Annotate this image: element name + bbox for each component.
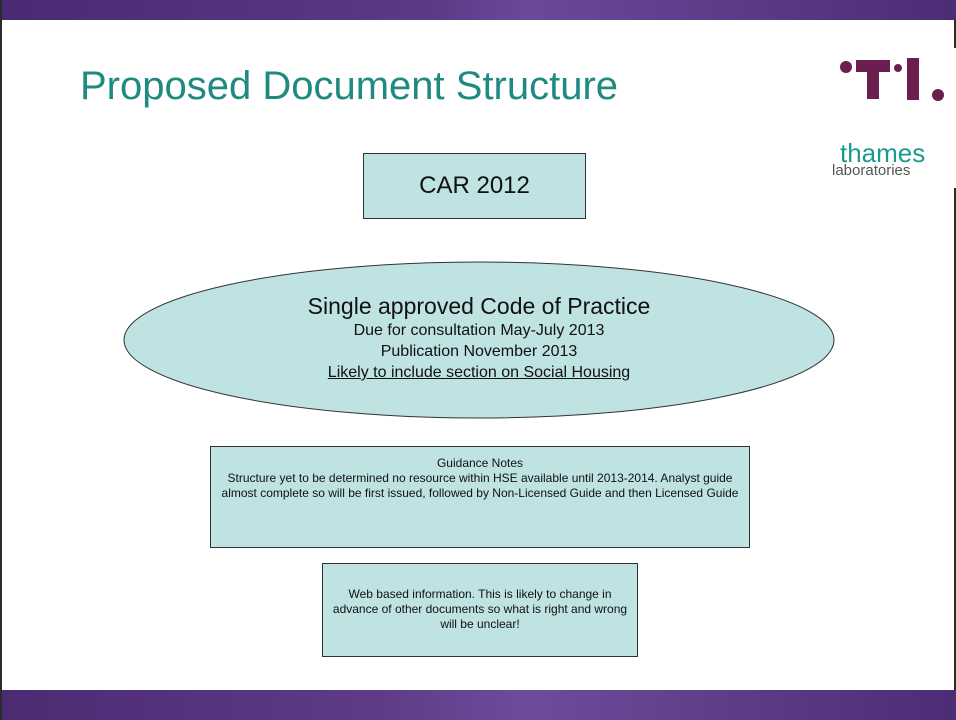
car-2012-label: CAR 2012	[419, 172, 530, 199]
code-of-practice-ellipse: Single approved Code of Practice Due for…	[122, 260, 836, 420]
car-2012-box: CAR 2012	[363, 153, 586, 219]
social-housing-note: Likely to include section on Social Hous…	[327, 364, 631, 381]
guidance-heading: Guidance Notes	[436, 456, 524, 470]
logo-word: thames	[840, 138, 926, 168]
guidance-body: Structure yet to be determined no resour…	[221, 471, 739, 500]
bottom-bar	[2, 690, 956, 720]
consultation-date: Due for consultation May-July 2013	[353, 322, 605, 339]
web-info-box: Web based information. This is likely to…	[322, 563, 638, 657]
web-info-body: Web based information. This is likely to…	[332, 587, 628, 631]
code-of-practice-title: Single approved Code of Practice	[307, 293, 651, 319]
logo-subword: laboratories	[832, 162, 911, 179]
guidance-notes-box: Guidance Notes Structure yet to be deter…	[210, 446, 750, 548]
thames-laboratories-logo	[810, 48, 956, 188]
top-bar	[2, 0, 956, 20]
publication-date: Publication November 2013	[380, 343, 578, 360]
slide-title: Proposed Document Structure	[80, 64, 619, 108]
